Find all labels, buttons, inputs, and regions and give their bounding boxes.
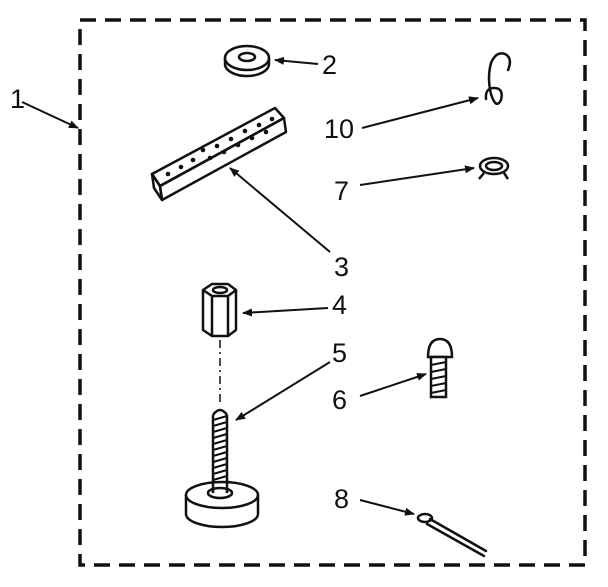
washer-part — [223, 44, 271, 78]
callout-6: 6 — [332, 385, 347, 415]
arrow-2 — [274, 56, 319, 65]
callout-2: 2 — [322, 50, 337, 80]
callout-3: 3 — [334, 252, 349, 282]
leveling-leg-part — [184, 408, 260, 529]
kit-boundary — [78, 18, 587, 567]
wire-hook-part — [484, 52, 512, 106]
cotter-pin-part — [416, 512, 488, 558]
bolt-part — [426, 337, 454, 399]
arrow-8 — [359, 499, 415, 516]
callout-4: 4 — [332, 290, 347, 320]
callout-1: 1 — [10, 84, 25, 114]
arrow-5 — [235, 361, 331, 421]
arrow-6 — [359, 373, 427, 397]
arrow-4 — [242, 307, 329, 317]
hex-nut-part — [201, 282, 238, 338]
callout-10: 10 — [324, 114, 354, 144]
ring-clip-part — [478, 156, 510, 180]
callout-8: 8 — [334, 484, 349, 514]
callout-7: 7 — [334, 176, 349, 206]
callout-5: 5 — [332, 338, 347, 368]
arrow-3 — [229, 167, 331, 253]
arrow-7 — [359, 165, 475, 186]
arrow-1 — [21, 101, 79, 129]
plate-part — [150, 106, 288, 202]
leader-arrows — [21, 56, 479, 516]
arrow-10 — [361, 96, 479, 129]
